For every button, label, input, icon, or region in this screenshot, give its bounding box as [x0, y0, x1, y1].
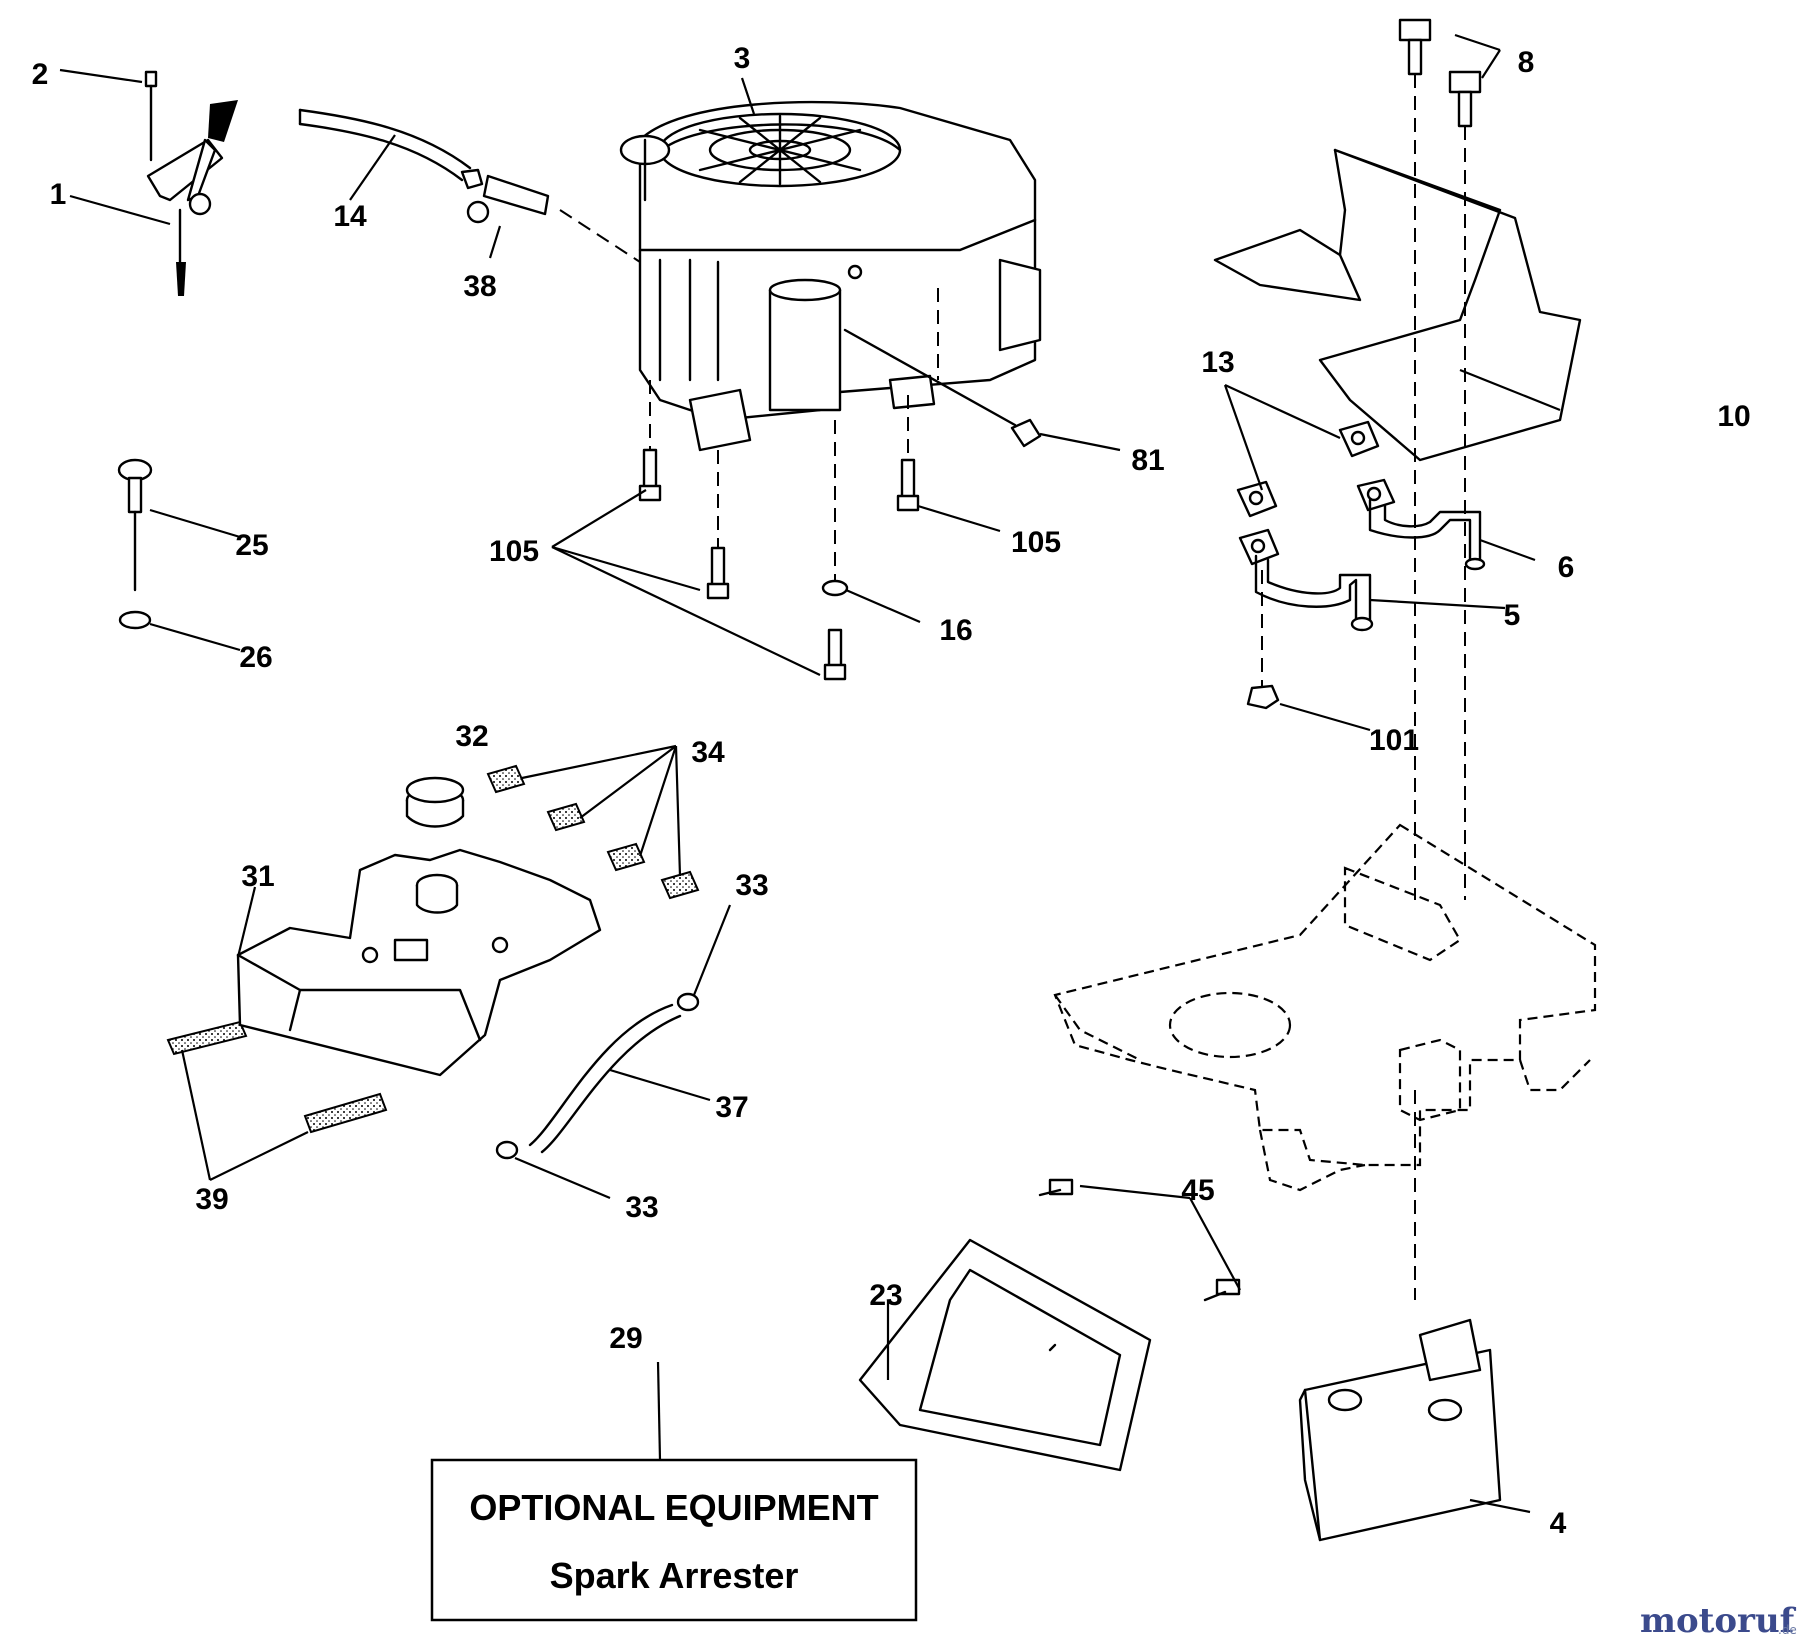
- callout-101: 101: [1369, 724, 1419, 757]
- optional-equipment-box: OPTIONAL EQUIPMENT Spark Arrester: [430, 1458, 918, 1622]
- callout-81: 81: [1131, 444, 1164, 477]
- fuel-cap-part: [405, 776, 465, 828]
- muffler-part: [1298, 1318, 1502, 1542]
- callout-5: 5: [1504, 599, 1521, 632]
- callout-14: 14: [333, 200, 367, 233]
- callout-23: 23: [869, 1279, 902, 1312]
- engine-mounting-bolts: [638, 380, 920, 681]
- callout-13: 13: [1201, 346, 1234, 379]
- callout-10: 10: [1717, 400, 1750, 433]
- optional-equipment-title: OPTIONAL EQUIPMENT: [469, 1487, 878, 1528]
- shield-bolts-part: [1398, 18, 1482, 900]
- callout-16: 16: [939, 614, 972, 647]
- callout-31: 31: [241, 860, 274, 893]
- callout-8: 8: [1518, 46, 1535, 79]
- leader-lines: [59, 33, 1561, 1514]
- heat-shield-part: [1213, 148, 1582, 462]
- watermark-brand: motoruf: [1640, 1601, 1797, 1641]
- exhaust-pipes-part: [1246, 498, 1486, 710]
- dipstick-part: [117, 458, 153, 630]
- fuel-tank-part: [236, 848, 602, 1077]
- callout-29: 29: [609, 1322, 642, 1355]
- callout-33-bottom: 33: [625, 1191, 658, 1224]
- callout-105-right: 105: [1011, 526, 1061, 559]
- fuel-line-part: [495, 992, 700, 1160]
- fuel-hose-part: [298, 108, 641, 263]
- optional-equipment-subtitle: Spark Arrester: [550, 1555, 799, 1596]
- callout-1: 1: [50, 178, 67, 211]
- engine-part: [619, 100, 1042, 452]
- callout-38: 38: [463, 270, 496, 303]
- tractor-frame-outline: [1053, 823, 1597, 1300]
- callout-34: 34: [691, 736, 725, 769]
- exhaust-gaskets-part: [1236, 420, 1396, 566]
- callout-3: 3: [734, 42, 751, 75]
- callout-45: 45: [1181, 1174, 1214, 1207]
- callout-25: 25: [235, 529, 268, 562]
- callout-39: 39: [195, 1183, 228, 1216]
- watermark-logo: motoruf .de: [1640, 1601, 1797, 1641]
- callout-26: 26: [239, 641, 272, 674]
- fuel-tank-pads: [166, 764, 700, 1134]
- callout-4: 4: [1550, 1507, 1567, 1540]
- callout-labels: 2 1 3 14 38 81 105 105 16 25 26 13 10 8 …: [32, 42, 1751, 1540]
- oil-filter-nut-part: [843, 328, 1042, 448]
- callout-105-left: 105: [489, 535, 539, 568]
- muffler-plate-part: [858, 1178, 1241, 1472]
- throttle-control-part: [144, 70, 238, 296]
- callout-37: 37: [715, 1091, 748, 1124]
- callout-6: 6: [1558, 551, 1575, 584]
- callout-2: 2: [32, 58, 49, 91]
- watermark-suffix: .de: [1778, 1623, 1797, 1637]
- callout-33-top: 33: [735, 869, 768, 902]
- callout-32: 32: [455, 720, 488, 753]
